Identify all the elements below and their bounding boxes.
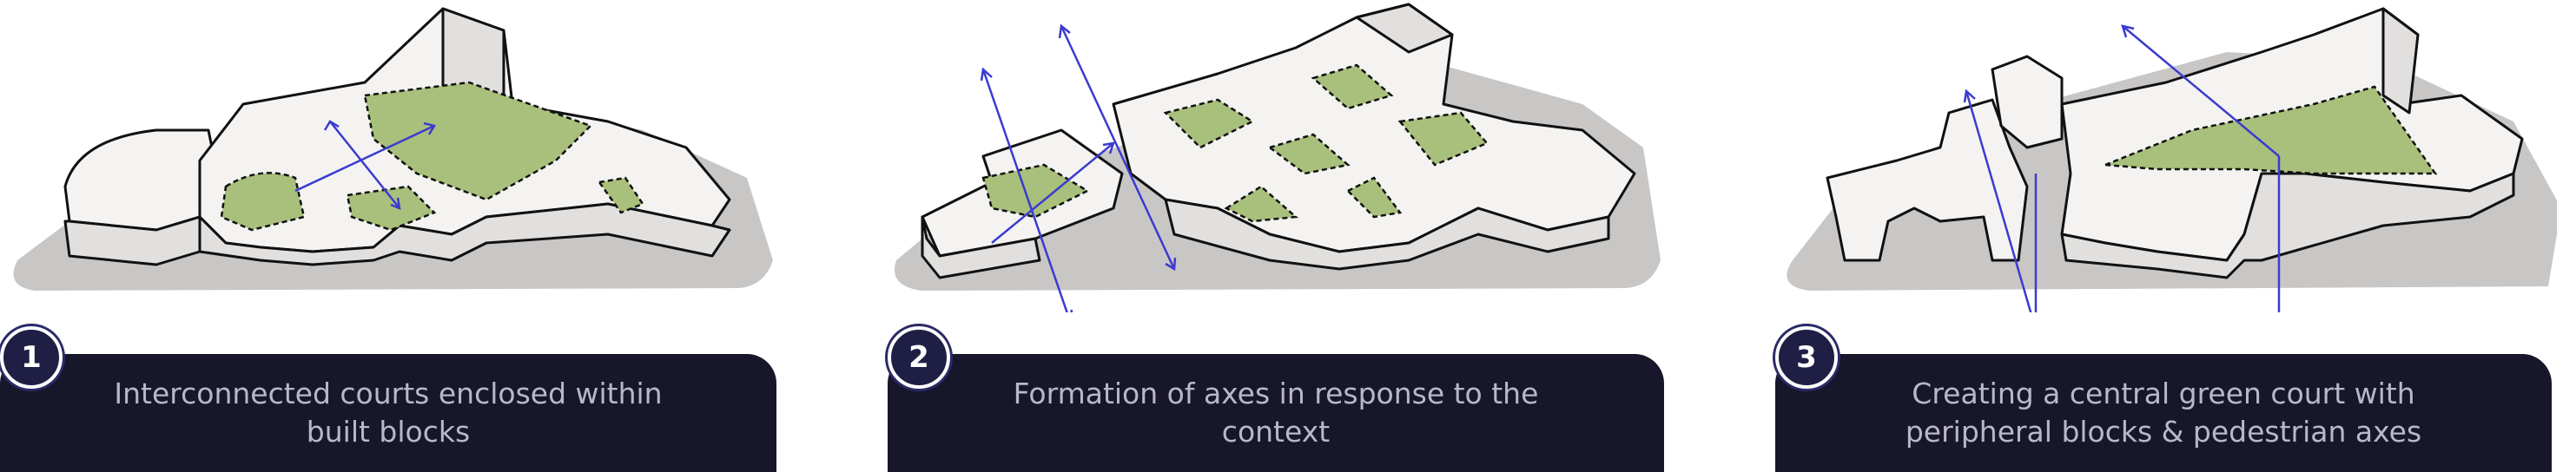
step-panel-3: Creating a central green court with peri… bbox=[1775, 0, 2557, 472]
step-caption: Formation of axes in response to the con… bbox=[1013, 377, 1539, 449]
axis-arrows bbox=[294, 120, 436, 210]
step-panel-1: Interconnected courts enclosed within bu… bbox=[0, 0, 782, 472]
caption-box-1: Interconnected courts enclosed within bu… bbox=[0, 354, 776, 472]
green-courts bbox=[220, 81, 644, 232]
green-courts bbox=[981, 63, 1489, 223]
step-number-badge: 3 bbox=[1775, 326, 1838, 389]
axis-arrows bbox=[1963, 24, 2281, 312]
step-caption: Interconnected courts enclosed within bu… bbox=[114, 377, 663, 449]
step-1-diagram bbox=[13, 7, 773, 291]
step-caption: Creating a central green court with peri… bbox=[1905, 377, 2422, 449]
step-number-badge: 1 bbox=[0, 326, 63, 389]
caption-box-3: Creating a central green court with peri… bbox=[1775, 354, 2552, 472]
axis-arrows bbox=[980, 23, 1177, 312]
caption-box-2: Formation of axes in response to the con… bbox=[888, 354, 1664, 472]
step-panel-2: Formation of axes in response to the con… bbox=[888, 0, 1669, 472]
step-3-diagram bbox=[1787, 7, 2557, 312]
building-cluster bbox=[921, 3, 1636, 279]
step-2-diagram bbox=[895, 3, 1661, 312]
green-courts bbox=[2104, 85, 2438, 175]
step-number-badge: 2 bbox=[888, 326, 950, 389]
